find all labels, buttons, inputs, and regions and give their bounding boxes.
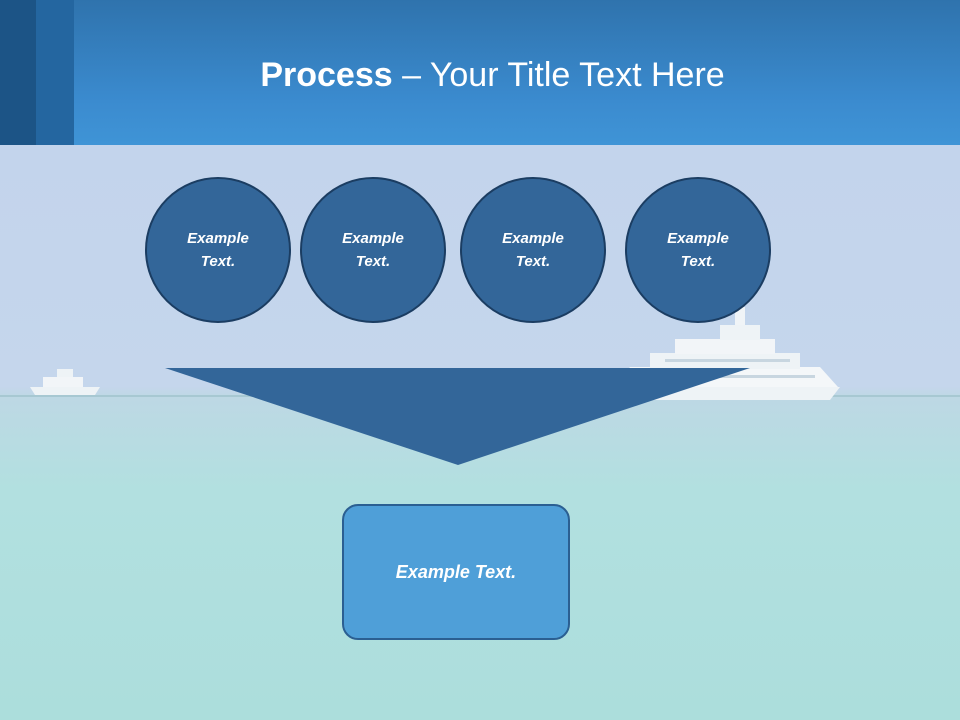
step-label: Example Text. bbox=[187, 230, 249, 270]
step-label: Example Text. bbox=[342, 230, 404, 270]
result-box[interactable]: Example Text. bbox=[342, 504, 570, 640]
step-label: Example Text. bbox=[502, 230, 564, 270]
process-step-3[interactable]: Example Text. bbox=[460, 177, 606, 323]
process-step-2[interactable]: Example Text. bbox=[300, 177, 446, 323]
funnel-arrow bbox=[165, 368, 750, 465]
process-step-1[interactable]: Example Text. bbox=[145, 177, 291, 323]
small-boat-image bbox=[30, 369, 100, 395]
title-banner: Process – Your Title Text Here bbox=[0, 0, 960, 145]
banner-accent-dark bbox=[0, 0, 36, 145]
process-step-4[interactable]: Example Text. bbox=[625, 177, 771, 323]
step-label: Example Text. bbox=[667, 230, 729, 270]
slide-title: Process – Your Title Text Here bbox=[0, 52, 960, 98]
banner-accent-mid bbox=[36, 0, 74, 145]
title-rest: – Your Title Text Here bbox=[392, 56, 725, 94]
result-label: Example Text. bbox=[395, 561, 517, 582]
title-bold: Process bbox=[260, 56, 393, 94]
